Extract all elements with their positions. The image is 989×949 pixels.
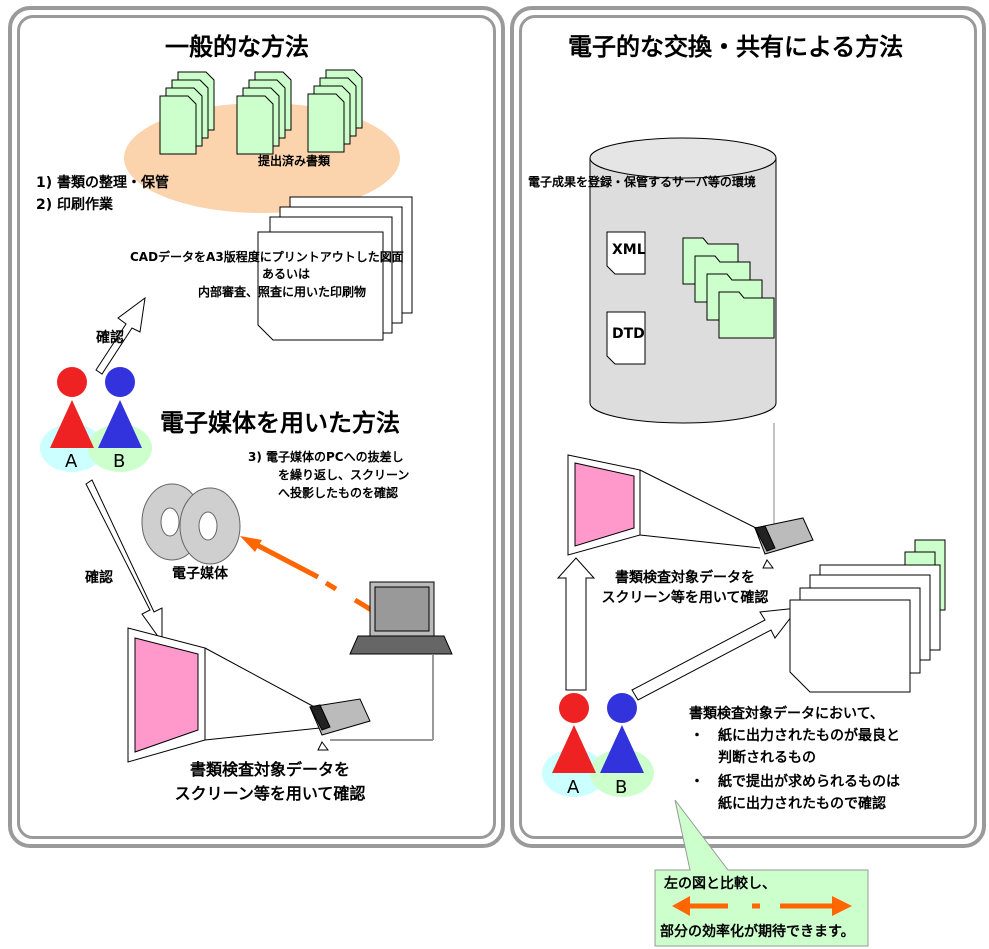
cd-icon: [141, 483, 241, 565]
left-screen-caption-2: スクリーン等を用いて確認: [174, 784, 366, 803]
dtd-label: DTD: [612, 326, 645, 342]
confirm-label-top: 確認: [96, 330, 124, 346]
persons-right: [542, 693, 654, 797]
left-panel: [8, 6, 505, 848]
printout-line-1: CADデータをA3版程度にプリントアウトした図面: [130, 250, 404, 264]
person-a-right: A: [567, 777, 580, 798]
paper-stack-right: [789, 539, 946, 693]
step-3-line-2: を繰り返し、スクリーン: [278, 468, 410, 482]
right-arrow-diag: [631, 607, 800, 701]
printout-stack: [257, 196, 413, 341]
submitted-doc-stack-2: [236, 71, 292, 155]
xml-label: XML: [612, 242, 646, 258]
media-label: 電子媒体: [172, 566, 228, 582]
right-screen-caption-2: スクリーン等を用いて確認: [601, 590, 769, 606]
laptop-icon: [330, 581, 453, 741]
paper-note-4: ・ 紙で提出が求められるものは: [690, 774, 900, 790]
media-swap-arrow: [251, 540, 390, 623]
persons-left: [40, 367, 152, 472]
callout-box: [654, 799, 869, 947]
confirm-arrow-up: [95, 296, 146, 375]
right-panel: [510, 6, 986, 848]
step-3-line-1: 3) 電子媒体のPCへの抜差し: [248, 450, 404, 464]
electronic-media-title: 電子媒体を用いた方法: [160, 409, 400, 437]
confirm-arrow-down: [85, 479, 163, 644]
projection-screen-right: [567, 454, 814, 569]
dtd-file-icon: [606, 311, 646, 365]
right-title: 電子的な交換・共有による方法: [568, 33, 904, 61]
paper-note-1: 書類検査対象データにおいて、: [689, 706, 884, 722]
projection-screen-left: [127, 627, 371, 763]
printout-line-2: あるいは: [262, 267, 311, 281]
left-screen-caption-1: 書類検査対象データを: [189, 760, 350, 779]
folder-stack: [682, 237, 775, 339]
submitted-doc-stack-1: [159, 71, 215, 155]
paper-note-2: ・ 紙に出力されたものが最良と: [690, 728, 900, 744]
xml-file-icon: [606, 231, 646, 275]
person-b-left: B: [113, 451, 126, 472]
right-arrow-up: [556, 557, 596, 691]
right-screen-caption-1: 書類検査対象データを: [615, 570, 755, 586]
left-title: 一般的な方法: [165, 33, 309, 61]
paper-note-3: 判断されるもの: [690, 750, 816, 766]
callout-dashed-arrow: [672, 896, 852, 916]
submitted-docs-label: 提出済み書類: [258, 154, 331, 168]
server-label: 電子成果を登録・保管するサーバ等の環境: [528, 175, 756, 189]
step-2: 2) 印刷作業: [36, 197, 114, 213]
step-3-line-3: へ投影したものを確認: [278, 486, 399, 500]
person-b-right: B: [615, 777, 628, 798]
step-1: 1) 書類の整理・保管: [36, 175, 170, 191]
callout-line-2: 部分の効率化が期待できます。: [660, 924, 855, 940]
paper-note-5: 紙に出力されたもので確認: [690, 796, 886, 812]
confirm-label-bottom: 確認: [85, 570, 113, 586]
person-a-left: A: [65, 451, 78, 472]
printout-line-3: 内部審査、照査に用いた印刷物: [198, 285, 367, 299]
submitted-doc-stack-3: [307, 69, 363, 153]
callout-line-1: 左の図と比較し、: [664, 876, 776, 892]
